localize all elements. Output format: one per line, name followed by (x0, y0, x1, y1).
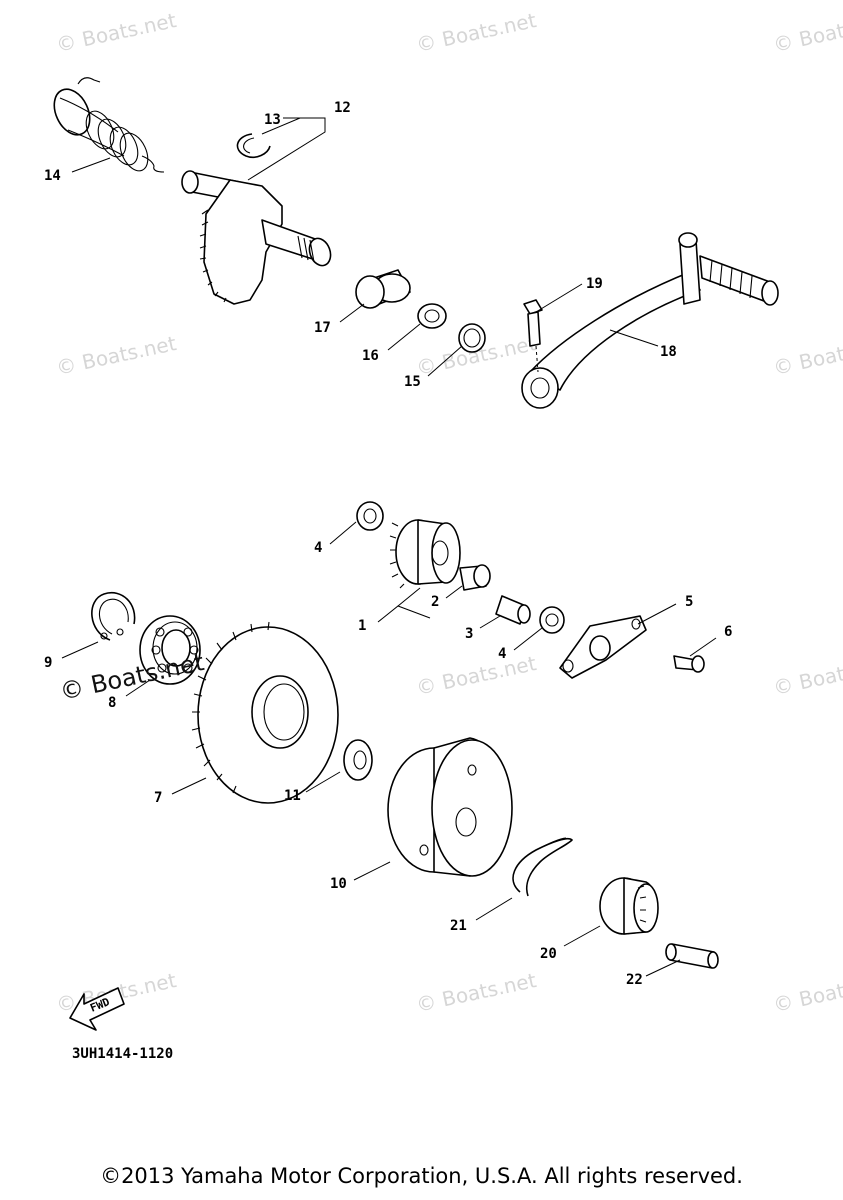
callout-12: 12 (334, 100, 351, 116)
callout-19: 19 (586, 276, 603, 292)
callout-20: 20 (540, 946, 557, 962)
part-19-bolt (523, 299, 543, 347)
callout-22: 22 (626, 972, 643, 988)
callout-21: 21 (450, 918, 467, 934)
callout-16: 16 (362, 348, 379, 364)
callout-13: 13 (264, 112, 281, 128)
callout-1: 1 (358, 618, 366, 634)
watermark-overlay: © Boats.net (57, 648, 206, 706)
watermark: © Boats.net (771, 968, 843, 1017)
part-4-washer-bottom (539, 606, 565, 634)
callout-17: 17 (314, 320, 331, 336)
part-14-kick-spring (53, 77, 165, 173)
part-9-circlip (91, 591, 136, 641)
leader-lines (61, 117, 717, 977)
part-7-ring-gear (191, 621, 339, 804)
part-5-plate (559, 615, 647, 679)
part-1-idler-gear (389, 519, 461, 589)
callout-14: 14 (44, 168, 61, 184)
part-17-collar (355, 269, 411, 309)
callout-4-top: 4 (314, 540, 322, 556)
part-18-kick-crank (521, 232, 779, 409)
part-12-kick-axle (181, 170, 332, 305)
part-2-bushing (459, 564, 491, 591)
callout-5: 5 (685, 594, 693, 610)
copyright-footer: ©2013 Yamaha Motor Corporation, U.S.A. A… (100, 1164, 743, 1188)
part-13-circlip (236, 133, 271, 159)
watermark: © Boats.net (54, 8, 178, 57)
diagram-code: 3UH1414-1120 (72, 1046, 173, 1062)
callout-8: 8 (108, 695, 116, 711)
callout-3: 3 (465, 626, 473, 642)
part-11-washer (343, 739, 373, 781)
part-6-screw (673, 655, 705, 673)
watermark: © Boats.net (414, 968, 538, 1017)
part-22-pin (665, 943, 719, 969)
watermark: © Boats.net (771, 8, 843, 57)
callout-9: 9 (44, 655, 52, 671)
part-16-washer (417, 303, 447, 329)
watermark: © Boats.net (771, 331, 843, 380)
watermark: © Boats.net (771, 651, 843, 700)
watermark: © Boats.net (414, 8, 538, 57)
callout-18: 18 (660, 344, 677, 360)
watermark: © Boats.net (54, 331, 178, 380)
part-20-starter-pinion (599, 877, 659, 935)
callout-labels: 1 2 3 4 4 5 6 7 8 9 10 11 12 13 14 15 16… (44, 100, 732, 988)
part-10-clutch-housing (387, 737, 513, 877)
fwd-arrow: FWD (69, 987, 125, 1031)
callout-7: 7 (154, 790, 162, 806)
callout-2: 2 (431, 594, 439, 610)
watermark: © Boats.net (414, 651, 538, 700)
part-4-washer-top (356, 501, 384, 531)
callout-6: 6 (724, 624, 732, 640)
callout-4-bottom: 4 (498, 646, 506, 662)
part-15-circlip (458, 323, 486, 353)
part-8-bearing (139, 615, 201, 685)
callout-11: 11 (284, 788, 301, 804)
part-3-pin (495, 595, 531, 625)
callout-15: 15 (404, 374, 421, 390)
callout-10: 10 (330, 876, 347, 892)
part-21-spring-clip (512, 837, 573, 897)
